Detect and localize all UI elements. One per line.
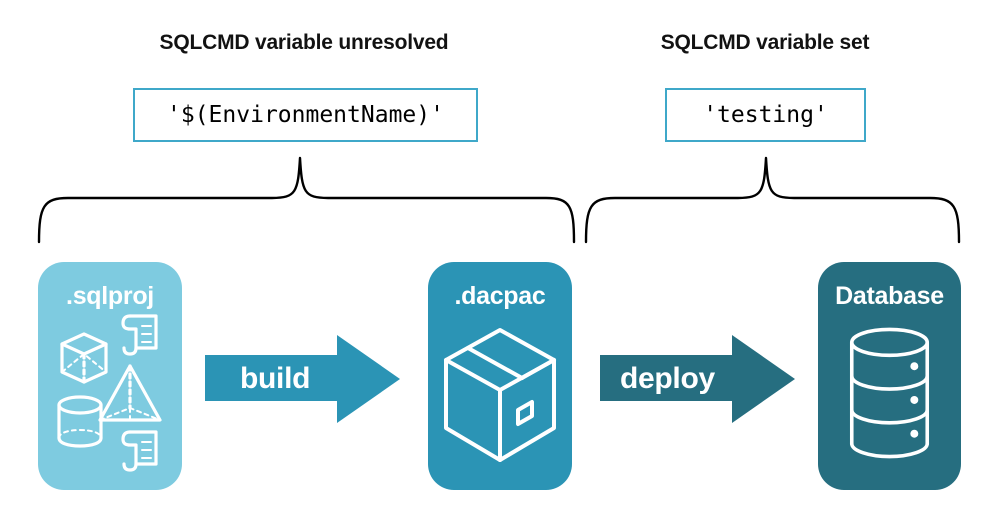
card-sqlproj: .sqlproj bbox=[38, 262, 182, 490]
code-box-environment-name: '$(EnvironmentName)' bbox=[133, 88, 478, 142]
code-box-testing: 'testing' bbox=[665, 88, 866, 142]
card-dacpac-label: .dacpac bbox=[454, 282, 546, 310]
section-heading-set: SQLCMD variable set bbox=[660, 31, 870, 54]
database-icon-group bbox=[849, 327, 930, 459]
card-dacpac: .dacpac bbox=[428, 262, 572, 490]
pyramid-icon bbox=[98, 364, 162, 422]
sqlproj-icon-group bbox=[57, 314, 162, 472]
database-cylinder-icon bbox=[849, 327, 930, 459]
scroll-icon bbox=[121, 314, 158, 356]
section-heading-unresolved: SQLCMD variable unresolved bbox=[159, 31, 449, 54]
package-box-icon bbox=[444, 328, 556, 462]
scroll-icon bbox=[121, 430, 158, 472]
card-sqlproj-label: .sqlproj bbox=[66, 282, 154, 310]
arrow-deploy bbox=[600, 335, 795, 423]
brace-left bbox=[37, 156, 576, 244]
card-database-label: Database bbox=[835, 282, 944, 310]
brace-right bbox=[584, 156, 961, 244]
dacpac-icon-group bbox=[444, 328, 556, 462]
arrow-deploy-shape bbox=[600, 335, 795, 423]
arrow-deploy-label: deploy bbox=[620, 362, 715, 395]
arrow-build-label: build bbox=[240, 362, 311, 395]
arrow-build-shape bbox=[205, 335, 400, 423]
cylinder-icon bbox=[57, 395, 103, 448]
card-database: Database bbox=[818, 262, 961, 490]
cube-icon bbox=[60, 332, 108, 384]
arrow-build bbox=[205, 335, 400, 423]
